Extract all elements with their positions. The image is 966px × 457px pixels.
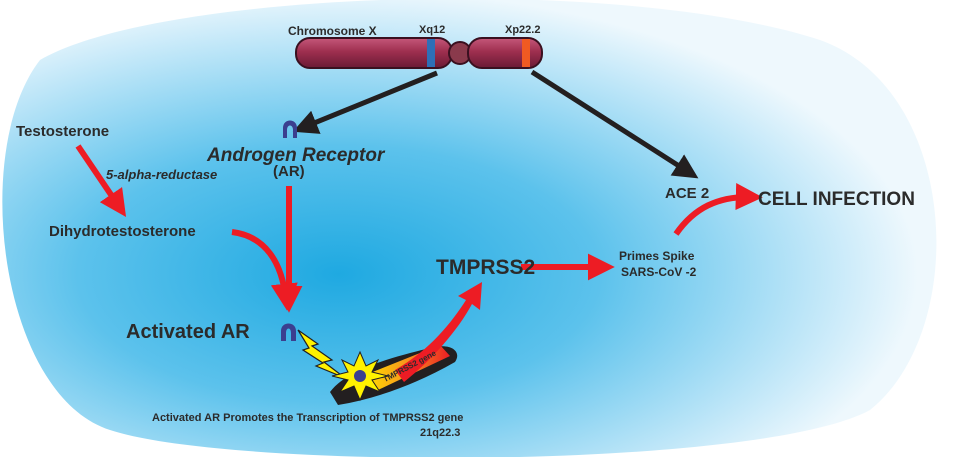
arrow-chromosome-to-ar [292, 70, 438, 134]
band-left-label: Xq12 [419, 24, 446, 36]
cell-infection-label: CELL INFECTION [758, 189, 915, 210]
arrow-dht-to-activated [231, 229, 298, 311]
ace2-label: ACE 2 [665, 185, 710, 202]
arrow-gene-to-tmprss2 [395, 282, 482, 382]
primes-spike-label: Primes Spike [619, 249, 695, 263]
testosterone-label: Testosterone [16, 123, 110, 140]
arrow-testosterone-to-dht [75, 144, 127, 217]
chromosome-label: Chromosome X [288, 24, 377, 38]
cell-background [2, 0, 937, 457]
activated-ar-label: Activated AR [126, 321, 250, 343]
band-xp22-marker [522, 39, 530, 67]
androgen-receptor-label: Androgen Receptor [207, 145, 385, 166]
dht-label: Dihydrotestosterone [49, 223, 196, 240]
promotes-caption: Activated AR Promotes the Transcription … [152, 412, 464, 424]
tmprss2-label: TMPRSS2 [436, 256, 536, 279]
enzyme-label: 5-alpha-reductase [106, 167, 218, 182]
activated-ar-icon [281, 323, 296, 341]
ar-abbr-label: (AR) [273, 163, 305, 180]
arrow-chromosome-to-ace2 [530, 69, 699, 179]
band-xq12-marker [427, 39, 435, 67]
locus-label: 21q22.3 [420, 427, 461, 439]
arrow-to-cell-infection [673, 183, 763, 236]
chromosome-x-icon [295, 37, 543, 69]
sars-cov-label: SARS-CoV -2 [621, 265, 697, 279]
androgen-receptor-icon [283, 120, 297, 138]
band-right-label: Xp22.2 [505, 24, 541, 36]
